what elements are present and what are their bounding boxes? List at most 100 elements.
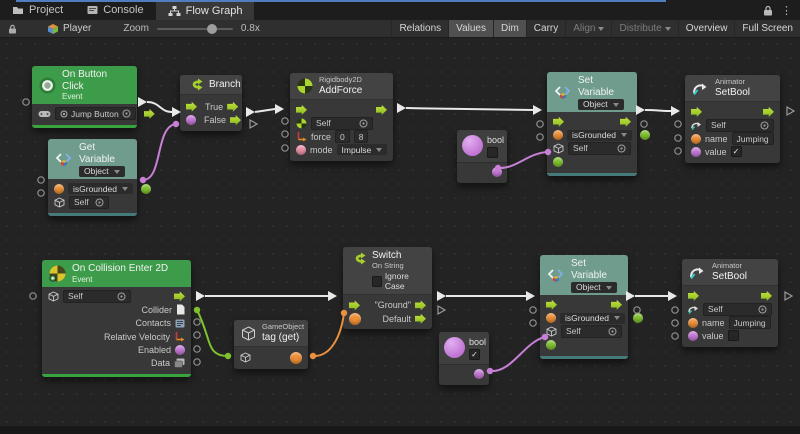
- node-header[interactable]: bool: [439, 332, 489, 365]
- force-x-field[interactable]: 0: [335, 130, 350, 144]
- node-header[interactable]: Switch On String Ignore Case: [343, 247, 432, 295]
- velocity-axis-icon[interactable]: [174, 331, 185, 342]
- button-field[interactable]: Jump Button: [55, 107, 136, 121]
- variable-name-dropdown[interactable]: isGrounded: [560, 312, 625, 324]
- default-output-port[interactable]: [415, 313, 426, 324]
- name-field[interactable]: Jumping: [731, 132, 774, 146]
- true-output-port[interactable]: [227, 101, 239, 112]
- variable-name-port[interactable]: [54, 183, 64, 194]
- target-field[interactable]: Self: [703, 302, 772, 316]
- exec-input-port[interactable]: [688, 290, 699, 301]
- kebab-menu-icon[interactable]: ⋮: [781, 4, 792, 17]
- variable-name-port[interactable]: [553, 130, 563, 141]
- node-header[interactable]: bool: [457, 130, 507, 163]
- node-bool-literal-bottom[interactable]: bool: [439, 332, 489, 385]
- tab-flow-graph[interactable]: Flow Graph: [155, 0, 255, 20]
- name-port[interactable]: [688, 317, 698, 328]
- bool-checkbox[interactable]: [469, 349, 480, 360]
- bool-checkbox[interactable]: [487, 147, 498, 158]
- carry-button[interactable]: Carry: [525, 20, 565, 37]
- value-port[interactable]: [691, 146, 701, 157]
- exec-output-port[interactable]: [143, 108, 155, 119]
- new-value-input-port[interactable]: [546, 339, 556, 350]
- zoom-slider-handle[interactable]: [206, 23, 217, 34]
- node-header[interactable]: Get Variable Object: [48, 139, 137, 179]
- name-port[interactable]: [691, 133, 701, 144]
- exec-output-port[interactable]: [620, 116, 631, 127]
- name-field[interactable]: Jumping: [728, 316, 771, 330]
- distribute-dropdown[interactable]: Distribute: [611, 20, 677, 37]
- target-picker-icon[interactable]: [117, 292, 126, 301]
- exec-input-port[interactable]: [186, 101, 197, 112]
- variable-name-dropdown[interactable]: isGrounded: [68, 183, 133, 195]
- variable-name-port[interactable]: [546, 313, 556, 324]
- node-set-variable-top[interactable]: Set Variable Object isGrounded Self: [547, 72, 650, 176]
- cube-icon[interactable]: [240, 352, 251, 363]
- relations-button[interactable]: Relations: [391, 20, 448, 37]
- case-ground-output-port[interactable]: [415, 300, 426, 311]
- variable-name-dropdown[interactable]: isGrounded: [567, 129, 632, 141]
- collider-file-icon[interactable]: [176, 304, 185, 315]
- bool-port-large[interactable]: [462, 135, 483, 156]
- bool-port-large[interactable]: [444, 337, 465, 358]
- selector-port[interactable]: [349, 312, 361, 325]
- new-value-input-port[interactable]: [553, 156, 563, 167]
- tab-console[interactable]: Console: [75, 0, 155, 20]
- value-checkbox[interactable]: [730, 146, 742, 158]
- exec-output-port[interactable]: [761, 290, 772, 301]
- target-picker-icon[interactable]: [617, 144, 626, 153]
- exec-input-port[interactable]: [546, 299, 557, 310]
- target-picker-icon[interactable]: [608, 327, 617, 336]
- variable-scope-dropdown[interactable]: Object: [578, 99, 624, 110]
- exec-input-port[interactable]: [691, 106, 702, 117]
- exec-input-port[interactable]: [296, 104, 307, 115]
- target-picker-icon[interactable]: [359, 119, 368, 128]
- node-header[interactable]: Set Variable Object: [540, 255, 628, 295]
- target-field[interactable]: Self: [311, 116, 373, 130]
- zoom-slider[interactable]: [156, 23, 233, 34]
- false-output-port[interactable]: [230, 115, 242, 126]
- target-field[interactable]: Self: [706, 118, 774, 132]
- ignore-case-checkbox[interactable]: [372, 276, 382, 288]
- exec-output-port[interactable]: [763, 106, 774, 117]
- target-picker-icon[interactable]: [760, 121, 769, 130]
- dim-button[interactable]: Dim: [493, 20, 526, 37]
- node-header[interactable]: Set Variable Object: [547, 72, 637, 112]
- exec-input-port[interactable]: [553, 116, 564, 127]
- graph-target-chip[interactable]: Player: [47, 23, 91, 35]
- target-picker-icon[interactable]: [122, 109, 131, 118]
- exec-output-port[interactable]: [174, 291, 185, 302]
- exec-output-port[interactable]: [611, 299, 622, 310]
- bool-output-port[interactable]: [474, 368, 484, 379]
- variable-scope-dropdown[interactable]: Object: [571, 282, 617, 293]
- mode-dropdown[interactable]: Impulse: [336, 144, 388, 156]
- value-output-port[interactable]: [140, 183, 151, 194]
- lock-icon[interactable]: [763, 5, 773, 16]
- exec-input-port[interactable]: [349, 300, 360, 311]
- node-set-variable-bottom[interactable]: Set Variable Object isGrounded Self: [540, 255, 643, 359]
- variable-scope-dropdown[interactable]: Object: [79, 166, 125, 177]
- tag-output-port[interactable]: [290, 351, 302, 364]
- values-button[interactable]: Values: [448, 20, 493, 37]
- node-header[interactable]: Branch: [180, 75, 242, 95]
- contacts-list-icon[interactable]: [175, 319, 185, 328]
- value-output-port[interactable]: [632, 313, 643, 324]
- force-y-field[interactable]: 8: [353, 130, 369, 144]
- target-field[interactable]: Self: [568, 141, 631, 155]
- mode-port[interactable]: [296, 144, 306, 155]
- enabled-port[interactable]: [175, 344, 185, 355]
- graph-lock-icon[interactable]: [8, 24, 17, 34]
- node-branch[interactable]: Branch True False: [180, 75, 242, 131]
